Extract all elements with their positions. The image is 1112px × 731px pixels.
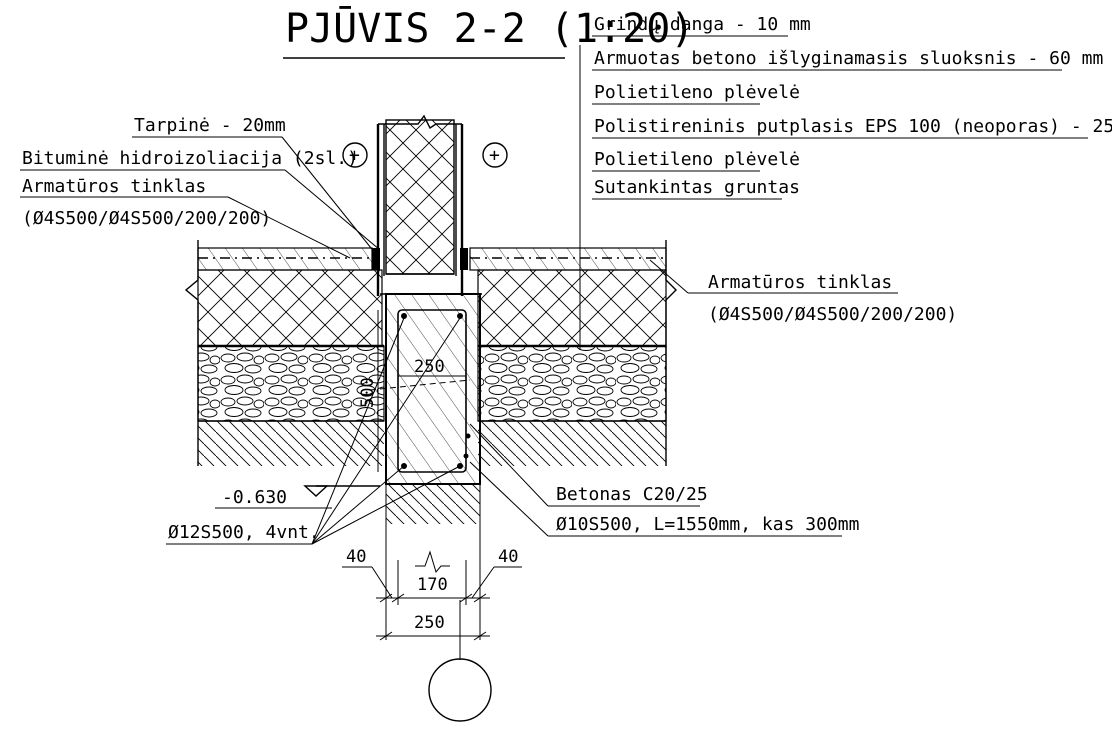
waterproofing-label: Bituminė hidroizoliacija (2sl.) (22, 148, 358, 169)
mesh-left-label-1: Armatūros tinklas (22, 176, 206, 197)
stirrups-label: Ø10S500, L=1550mm, kas 300mm (556, 514, 859, 535)
bottom-dimensions: 40 170 40 250 (342, 484, 522, 641)
plus-left-label: + (349, 145, 360, 166)
dimension-40-right: 40 (498, 547, 518, 567)
dimension-250-bottom: 250 (414, 613, 445, 633)
level-mark: -0.630 (222, 487, 287, 508)
rebar-dot (457, 313, 463, 319)
mesh-right-label-2: (Ø4S500/Ø4S500/200/200) (708, 304, 957, 325)
rebar-label: Ø12S500, 4vnt. (168, 522, 320, 543)
rebar-dot (401, 313, 407, 319)
concrete-label: Betonas C20/25 (556, 484, 708, 505)
axis-bubble (428, 658, 492, 722)
layer-item: Polietileno plėvelė (594, 149, 800, 170)
wall (372, 114, 468, 296)
mesh-right-label-1: Armatūros tinklas (708, 272, 892, 293)
dimension-170: 170 (417, 575, 448, 595)
level-plus-marker-left (342, 142, 368, 168)
layer-item: Armuotas betono išlyginamasis sluoksnis … (594, 48, 1103, 69)
mesh-left-label-2: (Ø4S500/Ø4S500/200/200) (22, 208, 271, 229)
dimension-250-inner: 250 (414, 357, 445, 377)
layer-item: Sutankintas gruntas (594, 177, 800, 198)
gasket-label: Tarpinė - 20mm (134, 115, 286, 136)
foundation-beam (369, 293, 482, 524)
layer-list: Grindų danga - 10 mm Armuotas betono išl… (579, 14, 1112, 350)
level-plus-marker-right (482, 142, 508, 168)
floor-build-up-left (184, 240, 385, 466)
floor-build-up-right (469, 240, 677, 466)
plus-right-label: + (489, 145, 500, 166)
layer-item: Polistireninis putplasis EPS 100 (neopor… (594, 116, 1112, 137)
layer-item: Grindų danga - 10 mm (594, 14, 811, 35)
drawing-title: PJŪVIS 2-2 (1:20) (285, 5, 694, 52)
layer-item: Polietileno plėvelė (594, 82, 800, 103)
dimension-40-left: 40 (346, 547, 366, 567)
dimension-500: 500 (358, 377, 378, 408)
